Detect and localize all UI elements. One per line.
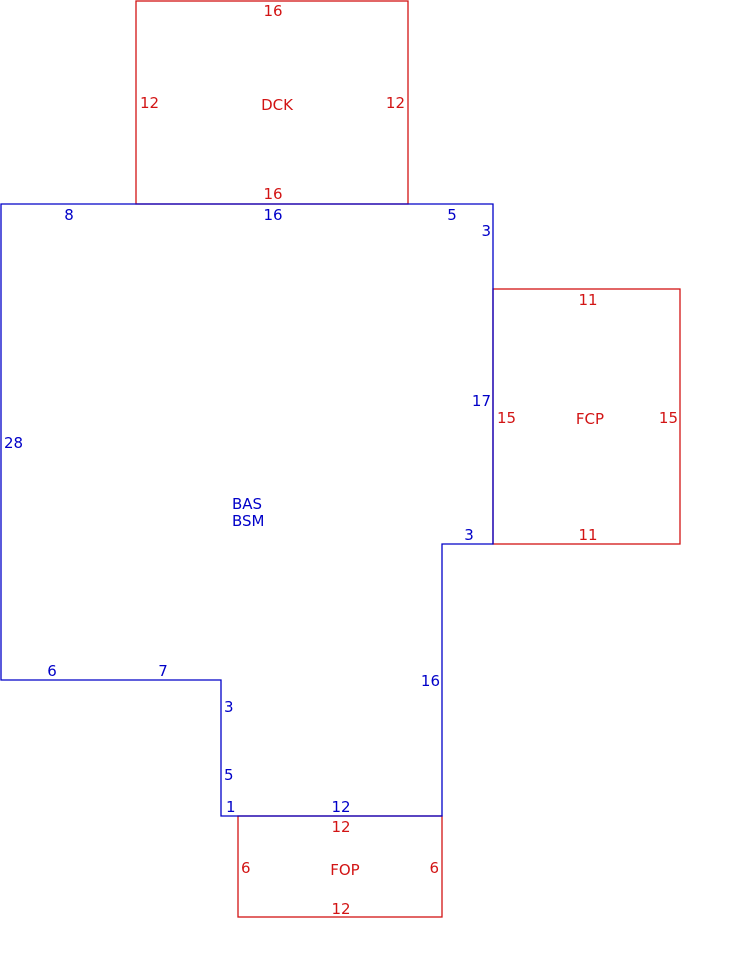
dim-main-right-upper: 3 <box>481 222 491 240</box>
dim-fop-bottom: 12 <box>331 900 350 918</box>
dim-main-inner-a: 3 <box>224 698 234 716</box>
dim-main-bottom: 12 <box>331 798 350 816</box>
dim-dck-bottom: 16 <box>263 185 282 203</box>
dim-main-top-left: 8 <box>64 206 74 224</box>
dim-main-inner-b: 5 <box>224 766 234 784</box>
dim-main-inner-c: 1 <box>226 798 236 816</box>
dim-fcp-right: 15 <box>659 409 678 427</box>
dim-main-bottom-left-a: 6 <box>47 662 57 680</box>
dim-fcp-bottom: 11 <box>578 526 597 544</box>
dim-main-right-notch: 3 <box>464 526 474 544</box>
main-label-2: BSM <box>232 512 265 530</box>
carport-label: FCP <box>576 410 604 428</box>
dim-dck-right: 12 <box>386 94 405 112</box>
dim-fcp-top: 11 <box>578 291 597 309</box>
dim-fcp-left: 15 <box>497 409 516 427</box>
dim-main-right-long: 17 <box>472 392 491 410</box>
dim-main-top-mid: 16 <box>263 206 282 224</box>
dim-fop-top: 12 <box>331 818 350 836</box>
dim-main-bottom-left-b: 7 <box>158 662 168 680</box>
deck-label: DCK <box>261 96 294 114</box>
dim-dck-top: 16 <box>263 2 282 20</box>
dim-main-top-right: 5 <box>447 206 457 224</box>
porch-label: FOP <box>330 861 359 879</box>
dim-fop-right: 6 <box>429 859 439 877</box>
main-label-1: BAS <box>232 495 262 513</box>
main-building-outline <box>0 203 494 817</box>
dim-fop-left: 6 <box>241 859 251 877</box>
dim-main-left: 28 <box>4 434 23 452</box>
dim-dck-left: 12 <box>140 94 159 112</box>
dim-main-right-lower: 16 <box>421 672 440 690</box>
